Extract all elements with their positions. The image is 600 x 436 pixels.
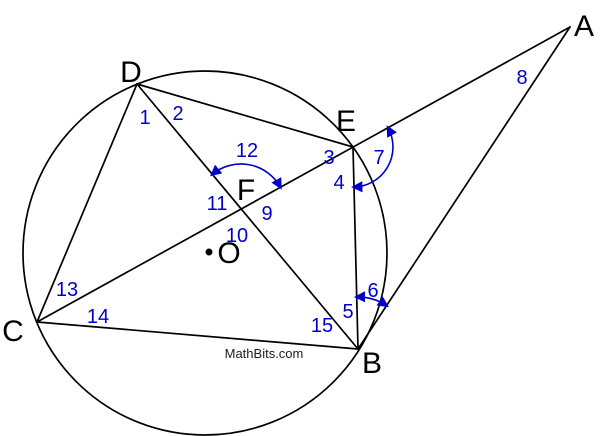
angle-number-15: 15 <box>311 315 333 337</box>
main-circle <box>22 70 388 436</box>
point-label-f: F <box>237 174 255 207</box>
angle-number-14: 14 <box>87 306 109 328</box>
watermark-text: MathBits.com <box>225 346 304 361</box>
chord-d-b <box>136 83 359 350</box>
angle-arc-7 <box>351 125 397 193</box>
angle-number-3: 3 <box>323 147 334 169</box>
center-dot-o <box>205 248 213 256</box>
line-a-b <box>357 26 571 350</box>
chord-c-b <box>36 321 359 350</box>
angle-number-7: 7 <box>373 147 384 169</box>
angle-number-1: 1 <box>139 107 150 129</box>
point-label-b: B <box>362 347 382 380</box>
angle-number-4: 4 <box>333 172 344 194</box>
chord-e-b <box>352 146 359 350</box>
angle-number-12: 12 <box>236 140 258 162</box>
angle-number-11: 11 <box>207 193 228 215</box>
angle-number-5: 5 <box>342 301 353 323</box>
point-label-c: C <box>2 315 24 348</box>
chord-d-c <box>36 83 138 323</box>
angle-number-8: 8 <box>516 67 527 89</box>
point-label-d: D <box>120 56 142 89</box>
point-label-o: O <box>217 237 240 270</box>
angle-number-10: 10 <box>226 225 248 247</box>
point-label-a: A <box>574 10 594 43</box>
secant-c-e-a <box>36 26 571 323</box>
chord-d-e <box>136 83 354 148</box>
angle-number-13: 13 <box>56 279 78 301</box>
angle-number-9: 9 <box>261 203 272 225</box>
angle-number-2: 2 <box>172 103 183 125</box>
point-label-e: E <box>336 105 356 138</box>
angle-number-6: 6 <box>367 280 378 302</box>
angle-arc-6 <box>353 291 389 308</box>
angle-arc-12 <box>210 163 282 190</box>
